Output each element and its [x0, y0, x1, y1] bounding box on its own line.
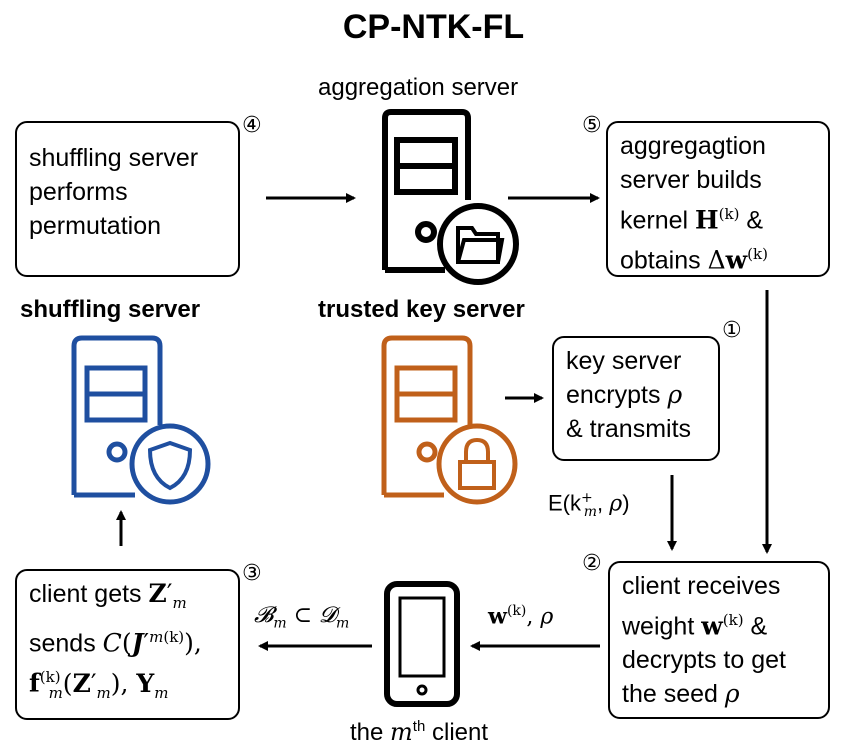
step-3-number: ③: [242, 561, 262, 586]
client-gets-line: client gets Z′m: [29, 579, 187, 612]
weights-label: w(k), ρ: [488, 603, 554, 630]
step-1-number: ①: [722, 318, 742, 343]
sends-line: sends C(J′m(k)),: [29, 628, 202, 658]
encrypted-key-label: E(k+m, ρ): [548, 490, 630, 520]
trusted-key-server-label: trusted key server: [318, 296, 525, 323]
kernel-line: kernel H(k) &: [620, 205, 764, 235]
subset-label: 𝓑m ⊂ 𝓓m: [254, 603, 350, 632]
step-1-box: key server encrypts ρ & transmits: [552, 336, 720, 461]
weight-line: weight w(k) &: [622, 611, 768, 641]
step-4-number: ④: [242, 113, 262, 138]
seed-line: the seed ρ: [622, 679, 740, 709]
features-line: f(k)m(Z′m), Ym: [29, 668, 169, 702]
step-5-number: ⑤: [582, 113, 602, 138]
smartphone-icon: [384, 581, 460, 707]
shuffling-server-label: shuffling server: [20, 296, 201, 323]
obtains-line: obtains Δw(k): [620, 245, 768, 275]
step-4-box: shuffling server performs permutation: [15, 121, 240, 277]
client-label: the mth client: [350, 718, 489, 746]
server-shield-icon: [71, 335, 211, 505]
step-2-box: client receives weight w(k) & decrypts t…: [608, 561, 830, 719]
step-5-box: aggregagtion server builds kernel H(k) &…: [606, 121, 830, 277]
encrypts-line: encrypts ρ: [566, 380, 683, 409]
step-2-number: ②: [582, 551, 602, 576]
aggregation-server-label: aggregation server: [318, 74, 519, 101]
step-3-box: client gets Z′m sends C(J′m(k)), f(k)m(Z…: [15, 569, 240, 720]
server-lock-icon: [381, 335, 518, 505]
server-folder-icon: [382, 109, 519, 285]
diagram-title: CP-NTK-FL: [342, 8, 525, 46]
